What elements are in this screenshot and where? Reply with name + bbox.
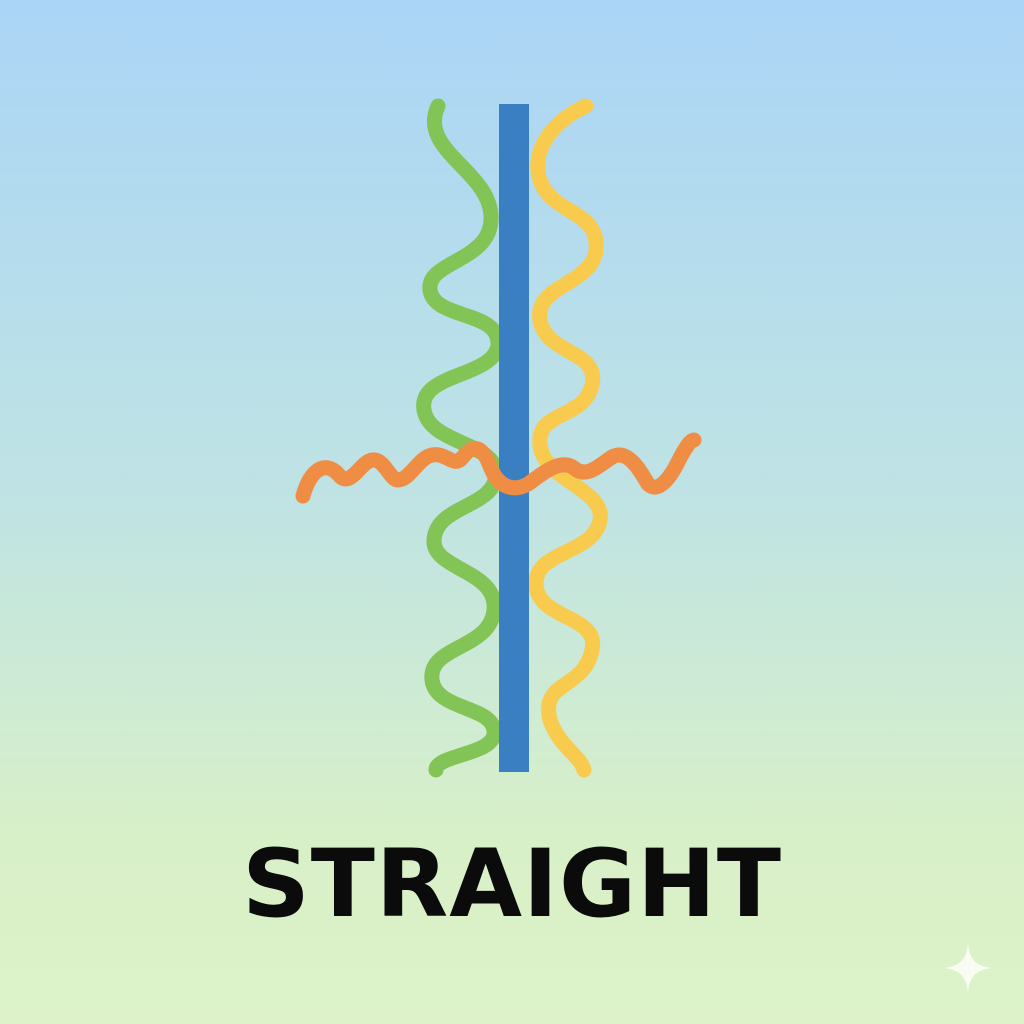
green-wavy-line	[416, 98, 506, 778]
orange-wavy-line	[295, 432, 702, 504]
yellow-wavy-line	[528, 98, 608, 778]
sparkle-icon	[944, 944, 992, 992]
straight-blue-line	[499, 104, 529, 772]
caption-title: STRAIGHT	[242, 830, 782, 939]
